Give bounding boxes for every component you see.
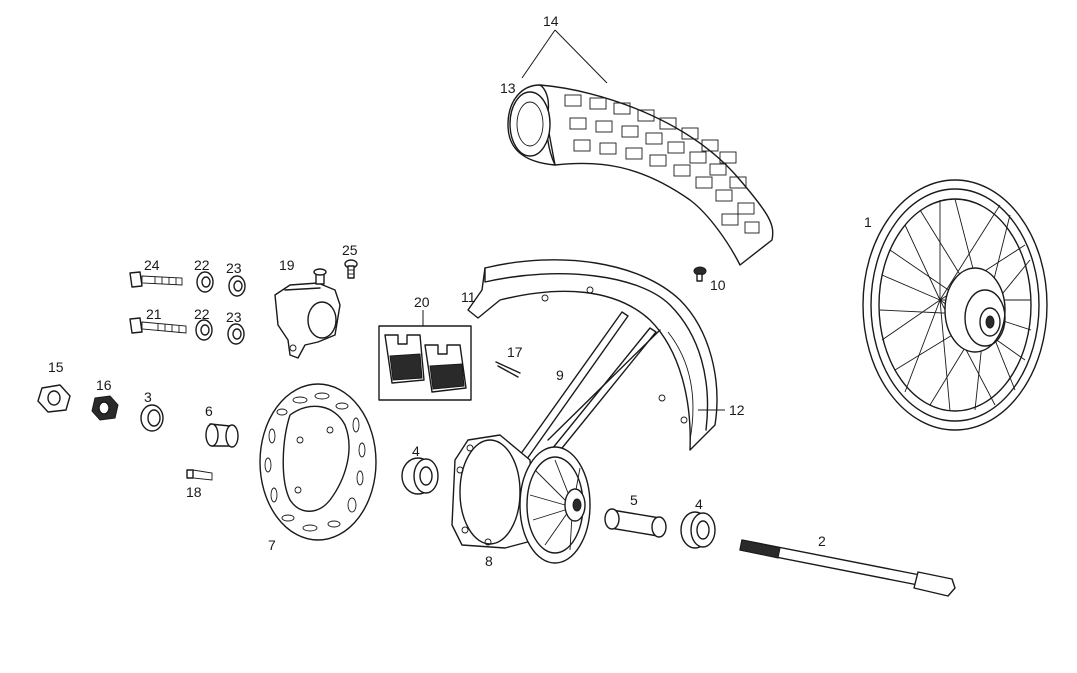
label-15: 15 <box>48 359 64 375</box>
label-13: 13 <box>500 80 516 96</box>
bolt-24 <box>129 271 183 288</box>
bushing-6 <box>205 423 239 448</box>
bearing-left <box>401 457 439 495</box>
lock-washer-23-bottom <box>227 323 245 345</box>
label-1: 1 <box>864 214 872 230</box>
label-23b: 23 <box>226 309 242 325</box>
washer-22-top <box>196 271 214 293</box>
label-8: 8 <box>485 553 493 569</box>
pin-17 <box>495 361 521 378</box>
label-17: 17 <box>507 344 523 360</box>
leader-14a <box>521 29 556 79</box>
brake-disc <box>259 383 377 541</box>
label-22b: 22 <box>194 306 210 322</box>
label-20: 20 <box>414 294 430 310</box>
spacer-5 <box>604 508 667 538</box>
label-19: 19 <box>279 257 295 273</box>
label-24: 24 <box>144 257 160 273</box>
spoked-wheel <box>862 179 1048 431</box>
label-18: 18 <box>186 484 202 500</box>
label-4b: 4 <box>695 496 703 512</box>
label-7: 7 <box>268 537 276 553</box>
mudguard <box>467 259 725 451</box>
label-21: 21 <box>146 306 162 322</box>
label-10: 10 <box>710 277 726 293</box>
label-16: 16 <box>96 377 112 393</box>
seal-ring-3 <box>140 404 164 432</box>
label-9: 9 <box>556 367 564 383</box>
lock-washer-23-top <box>228 275 246 297</box>
label-11: 11 <box>461 289 476 305</box>
wheel-hub <box>451 434 591 564</box>
tire-segment <box>507 84 774 266</box>
brake-pads-box <box>378 310 472 401</box>
label-2: 2 <box>818 533 826 549</box>
screw-10 <box>693 266 707 282</box>
disc-slots <box>264 392 366 532</box>
label-6: 6 <box>205 403 213 419</box>
leader-14b <box>554 29 608 84</box>
axle <box>739 539 956 597</box>
washer-22-bottom <box>195 319 213 341</box>
label-5: 5 <box>630 492 638 508</box>
label-4a: 4 <box>412 443 420 459</box>
brake-caliper <box>274 268 341 359</box>
bearing-right <box>680 511 716 549</box>
label-12: 12 <box>729 402 745 418</box>
label-22a: 22 <box>194 257 210 273</box>
nut-15 <box>37 384 71 413</box>
bolt-21 <box>129 317 187 334</box>
bleed-screw-25 <box>344 259 358 279</box>
tire-tread-blocks <box>564 94 760 234</box>
bolt-18 <box>186 469 213 481</box>
mudguard-stays <box>514 311 661 475</box>
label-3: 3 <box>144 389 152 405</box>
label-25: 25 <box>342 242 358 258</box>
nut-16 <box>91 395 119 421</box>
label-14: 14 <box>543 13 559 29</box>
label-23a: 23 <box>226 260 242 276</box>
